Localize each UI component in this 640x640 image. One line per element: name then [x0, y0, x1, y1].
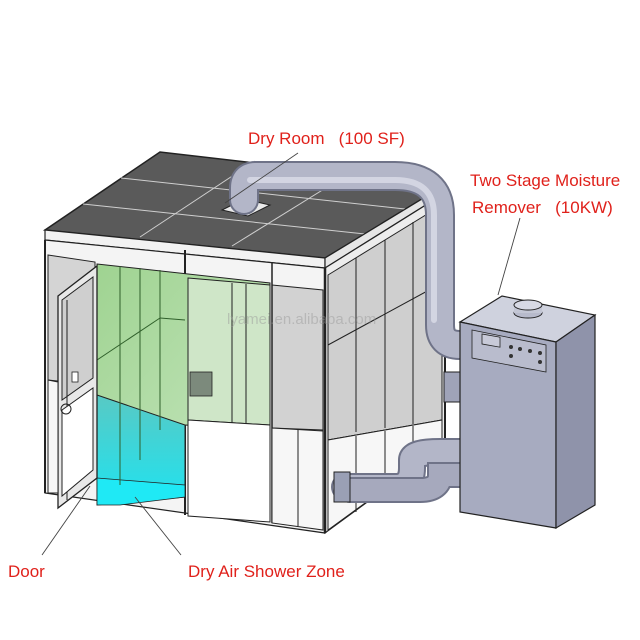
- moisture-remover: [458, 295, 597, 530]
- moisture-remover-label-line1: Two Stage Moisture: [470, 171, 621, 190]
- door-label: Door: [8, 562, 45, 581]
- duct-system: [229, 161, 484, 503]
- moisture-remover-label-line2: Remover (10KW): [472, 198, 613, 217]
- front-lower-panel: [47, 379, 324, 531]
- shower-zone: [96, 263, 271, 523]
- watermark: lyamei.en.alibaba.com: [227, 311, 377, 328]
- dry-air-shower-zone-label: Dry Air Shower Zone: [188, 562, 345, 581]
- door: [57, 264, 98, 510]
- dry-room-label: Dry Room (100 SF): [248, 129, 405, 148]
- leader-lines: [41, 152, 521, 556]
